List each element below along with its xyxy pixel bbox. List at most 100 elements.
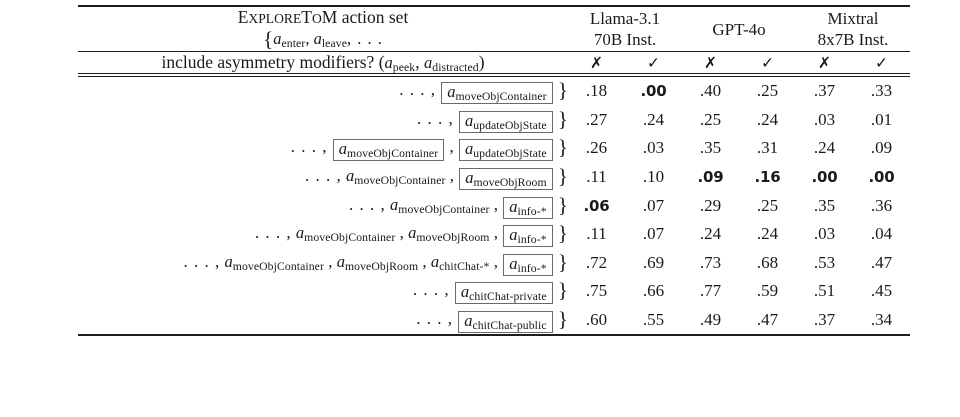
action-subscript: moveObjContainer xyxy=(398,202,490,216)
action-enter: aenter xyxy=(273,29,306,50)
score-cell: .24 xyxy=(756,109,779,129)
action-set-cell: . . . , amoveObjContainer , amoveObjRoom… xyxy=(78,220,568,249)
results-table: EXPLORETOM action set {aenter, aleave, .… xyxy=(78,7,910,51)
action-token: amoveObjRoom xyxy=(336,251,418,273)
header-row-models: EXPLORETOM action set {aenter, aleave, .… xyxy=(78,7,910,51)
score-cell: .00 xyxy=(811,168,838,187)
action-subscript: moveObjContainer xyxy=(304,231,396,245)
score-cell: .04 xyxy=(870,224,893,244)
token-separator: , xyxy=(493,251,498,271)
asymmetry-comma: , xyxy=(415,52,424,72)
score-cell: .00 xyxy=(640,82,667,101)
header-body-double-rule xyxy=(78,73,910,77)
asymmetry-paren-close: ) xyxy=(478,52,485,72)
action-symbol: a xyxy=(464,110,474,130)
table-bottom-rule xyxy=(78,334,910,337)
action-token: amoveObjContainer xyxy=(390,195,490,216)
action-peek: apeek xyxy=(384,53,416,74)
results-table-container: EXPLORETOM action set {aenter, aleave, .… xyxy=(78,5,910,337)
closing-brace: } xyxy=(557,221,568,246)
token-separator: , xyxy=(399,223,404,243)
asymmetry-question-cell: include asymmetry modifiers? (apeek, adi… xyxy=(78,52,568,74)
cross-icon: ✗ xyxy=(590,54,603,72)
header-mid-rule xyxy=(78,51,910,52)
title-suffix: action set xyxy=(337,7,409,27)
ellipsis-prefix: . . . , xyxy=(349,194,386,214)
token-separator: , xyxy=(328,251,333,271)
score-cell: .03 xyxy=(813,224,836,244)
score-cell: .69 xyxy=(642,252,665,272)
score-cell: .24 xyxy=(756,224,779,244)
token-separator: , xyxy=(422,251,427,271)
action-subscript: info-* xyxy=(517,204,547,218)
score-cell: .25 xyxy=(756,195,779,215)
action-subscript: moveObjContainer xyxy=(347,147,439,161)
action-token: amoveObjContainer xyxy=(346,166,445,187)
table-row: . . . , amoveObjContainer } .18.00.40.25… xyxy=(78,77,910,106)
asymmetry-paren-open: ( xyxy=(378,52,385,72)
boxed-action-token: aupdateObjState xyxy=(458,110,553,133)
score-cell: .29 xyxy=(699,195,722,215)
score-cell: .11 xyxy=(586,224,607,244)
table-row: . . . , amoveObjContainer , amoveObjRoom… xyxy=(78,249,910,278)
action-symbol: a xyxy=(464,139,474,159)
set-comma-1: , xyxy=(305,29,314,48)
score-cell: .72 xyxy=(585,252,608,272)
action-set-examples-line: {aenter, aleave, . . . xyxy=(78,29,568,51)
action-set-cell: . . . , aupdateObjState } xyxy=(78,106,568,135)
boxed-action-token: achitChat-public xyxy=(458,311,553,334)
title-XPLORE: XPLORE xyxy=(248,11,302,26)
action-enter-sub: enter xyxy=(281,37,306,50)
table-row: . . . , achitChat-public } .60.55.49.47.… xyxy=(78,306,910,335)
ellipsis-prefix: . . . , xyxy=(183,251,221,271)
cross-icon: ✗ xyxy=(704,54,717,72)
score-cell: .60 xyxy=(585,310,608,330)
action-symbol: a xyxy=(336,251,345,271)
action-set-cell: . . . , amoveObjContainer , ainfo-* } xyxy=(78,191,568,220)
title-O: O xyxy=(311,11,322,26)
boxed-action-token: ainfo-* xyxy=(503,253,553,276)
action-subscript: moveObjContainer xyxy=(455,90,547,104)
table-row: . . . , amoveObjContainer , amoveObjRoom… xyxy=(78,163,910,192)
boxed-action-token: amoveObjRoom xyxy=(459,168,553,191)
closing-brace: } xyxy=(557,78,568,103)
model-gpt4o-line1: GPT-4o xyxy=(712,19,766,39)
action-symbol: a xyxy=(408,223,417,243)
score-cell: .25 xyxy=(699,109,722,129)
ellipsis-prefix: . . . , xyxy=(412,280,450,300)
closing-brace: } xyxy=(557,307,568,332)
condition-mark-llama-on: ✓ xyxy=(625,52,682,73)
ellipsis-prefix: . . . , xyxy=(399,80,436,100)
closing-brace: } xyxy=(557,192,568,217)
action-set-cell: . . . , amoveObjContainer } xyxy=(78,77,568,106)
action-token: amoveObjContainer xyxy=(296,223,396,245)
action-leave-a: a xyxy=(313,29,322,48)
score-cell: .59 xyxy=(756,281,779,301)
title-T: T xyxy=(301,7,312,27)
token-separator: , xyxy=(493,223,498,243)
score-cell: .03 xyxy=(642,138,665,158)
token-separator: , xyxy=(493,194,498,214)
token-separator: , xyxy=(449,166,454,186)
ellipsis-prefix: . . . , xyxy=(305,166,342,186)
action-subscript: info-* xyxy=(517,261,547,275)
asymmetry-header-table: include asymmetry modifiers? (apeek, adi… xyxy=(78,52,910,74)
action-symbol: a xyxy=(224,251,233,271)
model-header-mixtral: Mixtral 8x7B Inst. xyxy=(796,7,910,51)
closing-brace: } xyxy=(557,106,568,131)
score-cell: .31 xyxy=(756,138,779,158)
closing-brace: } xyxy=(557,135,568,160)
action-subscript: info-* xyxy=(517,233,547,247)
closing-brace: } xyxy=(557,164,568,189)
cross-icon: ✗ xyxy=(818,54,831,72)
score-cell: .24 xyxy=(813,138,836,158)
action-subscript: chitChat-public xyxy=(472,319,547,333)
score-cell: .77 xyxy=(699,281,722,301)
score-cell: .35 xyxy=(813,195,836,215)
score-cell: .55 xyxy=(642,310,665,330)
action-peek-a: a xyxy=(384,53,393,72)
action-leave: aleave xyxy=(313,29,347,50)
table-row: . . . , achitChat-private } .75.66.77.59… xyxy=(78,277,910,306)
action-subscript: updateObjState xyxy=(473,147,547,161)
ellipsis-prefix: . . . , xyxy=(290,137,328,157)
